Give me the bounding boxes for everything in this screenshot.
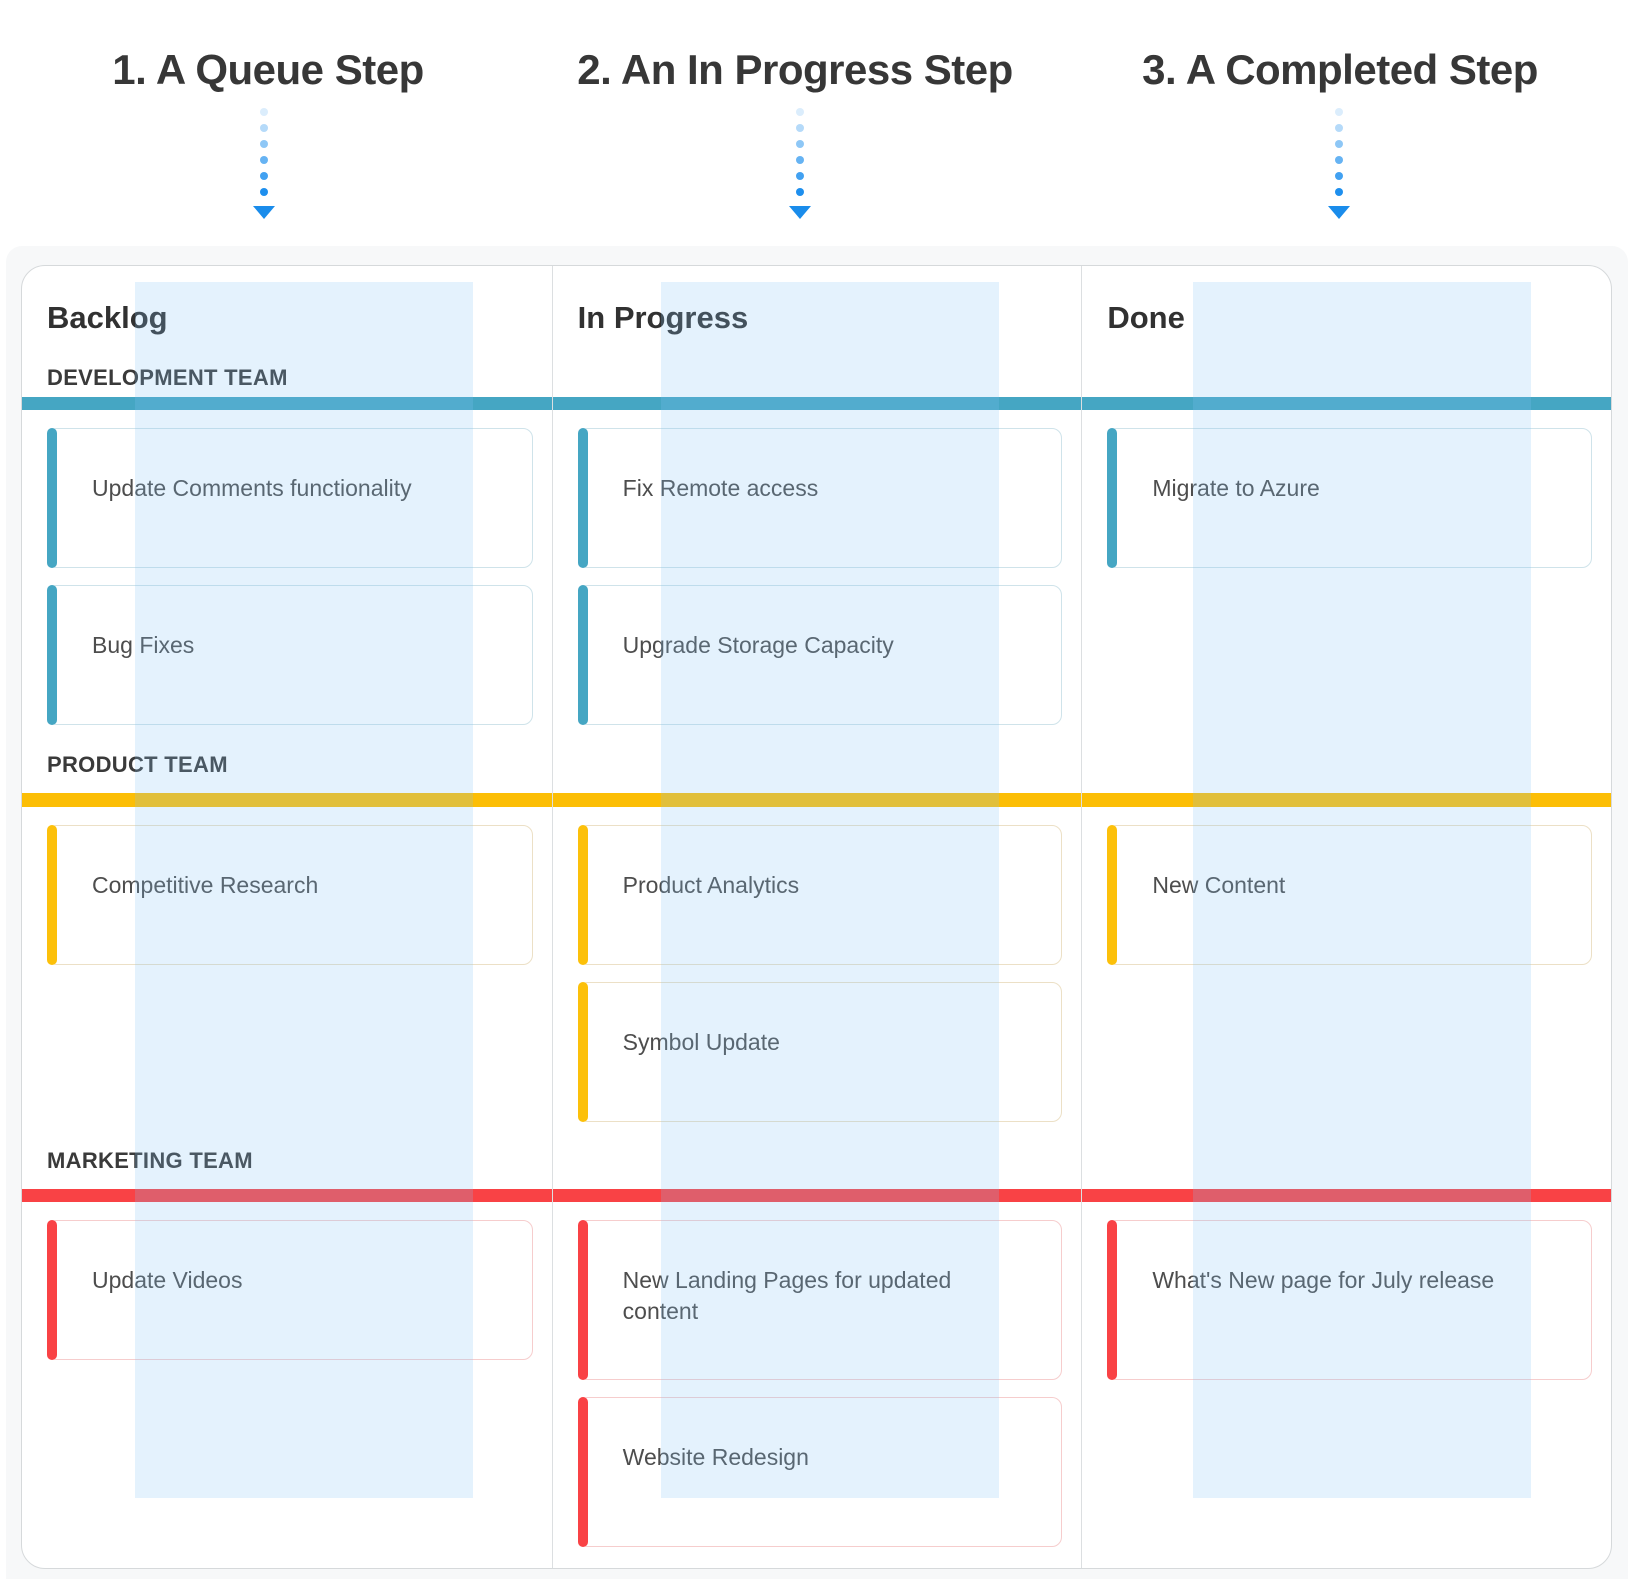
card-stack: Update Comments functionality Bug Fixes: [22, 410, 552, 749]
card[interactable]: Update Comments functionality: [47, 428, 533, 568]
in-progress-step-title: 2. An In Progress Step: [577, 46, 1013, 93]
kanban-board: Backlog DEVELOPMENT TEAM In Progress Don…: [21, 265, 1612, 1569]
completed-step-title: 3. A Completed Step: [1142, 46, 1538, 93]
card-stack: Product Analytics Symbol Update: [551, 807, 1082, 1143]
card-stack: New Content: [1081, 807, 1611, 1143]
dotted-down-arrow-icon: [789, 108, 811, 219]
lane-bar-product: [1081, 793, 1611, 807]
card[interactable]: Symbol Update: [577, 982, 1063, 1122]
lane-bar-development: [22, 397, 552, 410]
lane-bar-marketing: [1081, 1189, 1611, 1202]
spacer: [551, 749, 1082, 793]
card[interactable]: Update Videos: [47, 1220, 533, 1360]
card[interactable]: Fix Remote access: [577, 428, 1063, 568]
card[interactable]: New Content: [1107, 825, 1592, 965]
lane-label: PRODUCT TEAM: [47, 752, 228, 777]
lane-bar-product: [551, 793, 1082, 807]
card-stack: What's New page for July release: [1081, 1202, 1611, 1568]
column-header-backlog: Backlog DEVELOPMENT TEAM: [22, 266, 552, 397]
lane-bar-product: [22, 793, 552, 807]
card[interactable]: Website Redesign: [577, 1397, 1063, 1547]
lane-bar-marketing: [551, 1189, 1082, 1202]
card-stack: Migrate to Azure: [1081, 410, 1611, 749]
card[interactable]: Product Analytics: [577, 825, 1063, 965]
annotation-layer: 1. A Queue Step 2. An In Progress Step 3…: [0, 0, 1634, 246]
card[interactable]: New Landing Pages for updated content: [577, 1220, 1063, 1380]
column-title: Done: [1107, 300, 1185, 335]
card-stack: Fix Remote access Upgrade Storage Capaci…: [551, 410, 1082, 749]
card-stack: Update Videos: [22, 1202, 552, 1568]
card[interactable]: Upgrade Storage Capacity: [577, 585, 1063, 725]
column-header-done: Done: [1081, 266, 1611, 397]
card[interactable]: Migrate to Azure: [1107, 428, 1592, 568]
column-title: Backlog: [47, 300, 168, 335]
card[interactable]: Competitive Research: [47, 825, 533, 965]
lane-label-development: DEVELOPMENT TEAM: [47, 365, 288, 390]
card-stack: New Landing Pages for updated content We…: [551, 1202, 1082, 1568]
lane-label-product: PRODUCT TEAM: [22, 749, 552, 793]
lane-label-marketing: MARKETING TEAM: [22, 1143, 552, 1189]
card[interactable]: Bug Fixes: [47, 585, 533, 725]
column-header-in-progress: In Progress: [551, 266, 1082, 397]
queue-step-title: 1. A Queue Step: [112, 46, 424, 93]
spacer: [551, 1143, 1082, 1189]
lane-label: MARKETING TEAM: [47, 1148, 253, 1173]
card-stack: Competitive Research: [22, 807, 552, 1143]
lane-bar-development: [1081, 397, 1611, 410]
dotted-down-arrow-icon: [1328, 108, 1350, 219]
lane-bar-marketing: [22, 1189, 552, 1202]
dotted-down-arrow-icon: [253, 108, 275, 219]
lane-bar-development: [551, 397, 1082, 410]
spacer: [1081, 1143, 1611, 1189]
spacer: [1081, 749, 1611, 793]
column-title: In Progress: [577, 300, 749, 335]
card[interactable]: What's New page for July release: [1107, 1220, 1592, 1380]
